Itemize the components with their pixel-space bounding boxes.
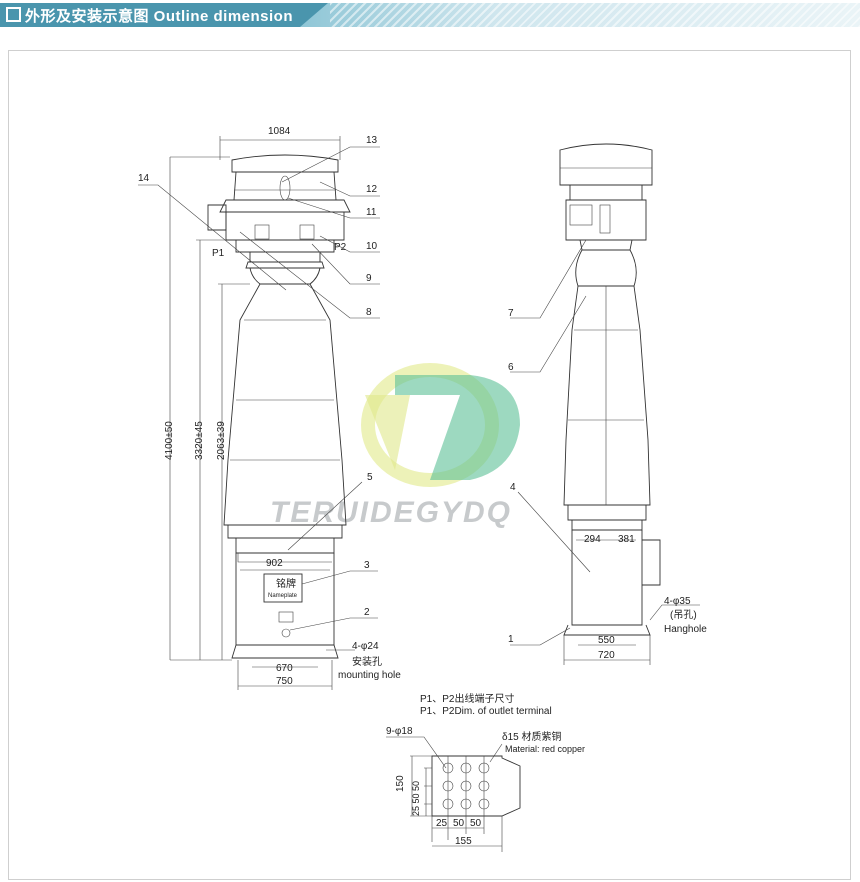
- dim-750: 750: [276, 676, 293, 687]
- terminal-title-cn: P1、P2出线端子尺寸: [420, 692, 514, 705]
- dim-381: 381: [618, 534, 635, 545]
- dim-h-25: 25: [436, 818, 448, 829]
- mount-cn: 安装孔: [352, 655, 382, 668]
- watermark-brand: TERUIDEGYDQ: [270, 496, 512, 529]
- dim-1084: 1084: [268, 126, 291, 137]
- callout-14: 14: [138, 173, 150, 184]
- terminal-detail: P1、P2出线端子尺寸 P1、P2Dim. of outlet terminal…: [386, 692, 585, 852]
- callout-11: 11: [366, 207, 377, 218]
- callout-10: 10: [366, 241, 378, 252]
- callout-12: 12: [366, 184, 378, 195]
- callout-7: 7: [508, 308, 514, 319]
- dim-150: 150: [395, 775, 406, 792]
- callout-8: 8: [366, 307, 372, 318]
- callout-9: 9: [366, 273, 372, 284]
- dim-720: 720: [598, 650, 615, 661]
- drawing-frame: [8, 50, 851, 880]
- checkbox-icon: [6, 7, 21, 22]
- dim-670: 670: [276, 663, 293, 674]
- p2-label: P2: [334, 242, 347, 253]
- callout-13: 13: [366, 135, 378, 146]
- watermark-logo: TERUIDEGYDQ: [270, 363, 520, 529]
- section-title-text: 外形及安装示意图 Outline dimension: [25, 8, 294, 25]
- nameplate-label: 铭牌: [276, 577, 296, 590]
- terminal-holes-grid: [442, 756, 490, 840]
- header-bar: [0, 3, 328, 27]
- right-view: 294 381 550 720 4-φ35 (吊孔) Hanghole 7 6 …: [508, 143, 707, 665]
- terminal-title-en: P1、P2Dim. of outlet terminal: [420, 706, 552, 717]
- callout-3: 3: [364, 560, 370, 571]
- dim-550: 550: [598, 635, 615, 646]
- hang-spec: 4-φ35: [664, 596, 691, 607]
- dim-h-50a: 50: [453, 818, 465, 829]
- mount-en: mounting hole: [338, 670, 401, 681]
- callout-6: 6: [508, 362, 514, 373]
- dim-vertical-spacing: 25 50 50: [411, 781, 421, 816]
- callout-1: 1: [508, 634, 514, 645]
- section-title: 外形及安装示意图 Outline dimension: [6, 5, 293, 26]
- dim-h-50b: 50: [470, 818, 482, 829]
- nameplate-sub: Nameplate: [268, 593, 298, 599]
- dim-height-total: 4100±50: [164, 421, 175, 460]
- dim-294: 294: [584, 534, 601, 545]
- dim-902: 902: [266, 558, 283, 569]
- dim-height-mid: 3320±45: [194, 421, 205, 460]
- dim-155: 155: [455, 836, 472, 847]
- terminal-material: Material: red copper: [505, 744, 585, 754]
- hang-en: Hanghole: [664, 624, 707, 635]
- dim-height-low: 2063±39: [216, 421, 227, 460]
- left-view: 铭牌 Nameplate 1084 4100±50 3320±45 2063±3…: [138, 126, 401, 690]
- callout-5: 5: [367, 472, 373, 483]
- header-stripes: [330, 3, 860, 27]
- p1-label: P1: [212, 248, 225, 259]
- callout-4: 4: [510, 482, 516, 493]
- mount-spec: 4-φ24: [352, 641, 379, 652]
- terminal-thickness: δ15 材质紫铜: [502, 730, 561, 743]
- section-header: 外形及安装示意图 Outline dimension: [0, 0, 860, 28]
- hang-cn: (吊孔): [670, 609, 697, 621]
- terminal-holes: 9-φ18: [386, 726, 413, 737]
- callout-2: 2: [364, 607, 370, 618]
